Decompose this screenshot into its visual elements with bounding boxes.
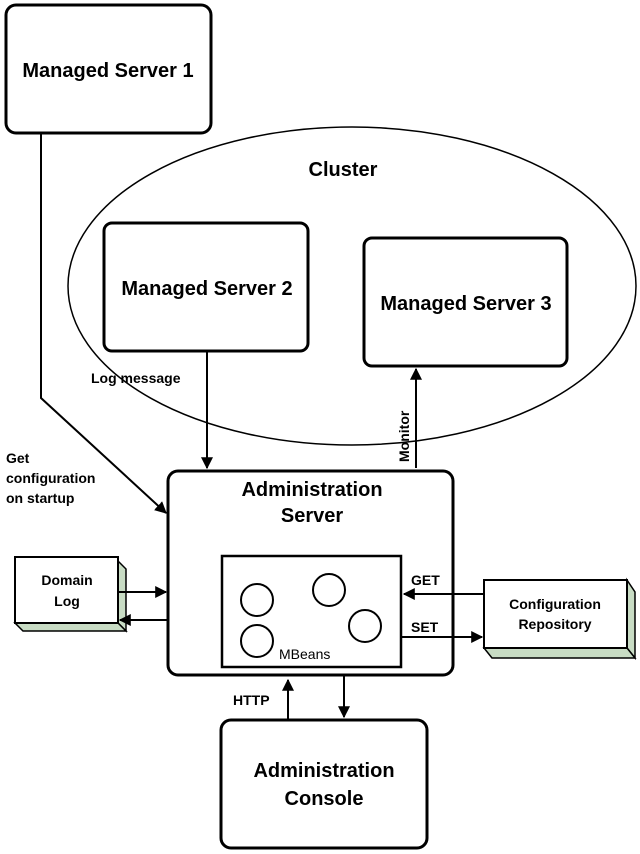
administration-console-box[interactable] <box>219 718 429 850</box>
get-config-label-line2: configuration <box>6 470 95 486</box>
mbean-icon <box>312 573 346 607</box>
mbeans-label: MBeans <box>279 646 330 662</box>
managed-server-1-label: Managed Server 1 <box>22 60 193 82</box>
config-repo-bottom <box>482 647 637 659</box>
monitor-label: Monitor <box>396 410 412 462</box>
domain-log-label-line1: Domain <box>41 572 92 588</box>
managed-server-1-box[interactable] <box>4 3 213 135</box>
administration-console-label-line2: Console <box>285 788 364 810</box>
log-message-label: Log message <box>91 370 181 386</box>
cluster-ellipse <box>67 126 637 446</box>
get-config-label-line1: Get <box>6 450 30 466</box>
mbean-icon <box>240 583 274 617</box>
config-repo-label-line1: Configuration <box>509 596 601 612</box>
mbean-icon <box>348 609 382 643</box>
config-repo-side <box>626 577 636 661</box>
config-repo-box[interactable] <box>483 579 628 649</box>
get-config-arrow <box>40 133 167 514</box>
domain-log-box[interactable] <box>14 556 119 624</box>
set-label: SET <box>411 619 439 635</box>
domain-log-label-line2: Log <box>54 593 80 609</box>
mbean-icon <box>240 624 274 658</box>
managed-server-2-label: Managed Server 2 <box>121 278 292 300</box>
managed-server-3-box[interactable] <box>362 236 569 368</box>
administration-server-label-line1: Administration <box>241 479 382 501</box>
administration-server-label-line2: Server <box>281 505 343 527</box>
config-repo-label-line2: Repository <box>518 616 591 632</box>
cluster-label: Cluster <box>309 159 378 181</box>
managed-server-3-label: Managed Server 3 <box>380 293 551 315</box>
get-config-label-line3: on startup <box>6 490 74 506</box>
domain-log-bottom <box>13 622 128 632</box>
http-label: HTTP <box>233 692 270 708</box>
get-label: GET <box>411 572 440 588</box>
administration-console-label-line1: Administration <box>253 760 394 782</box>
